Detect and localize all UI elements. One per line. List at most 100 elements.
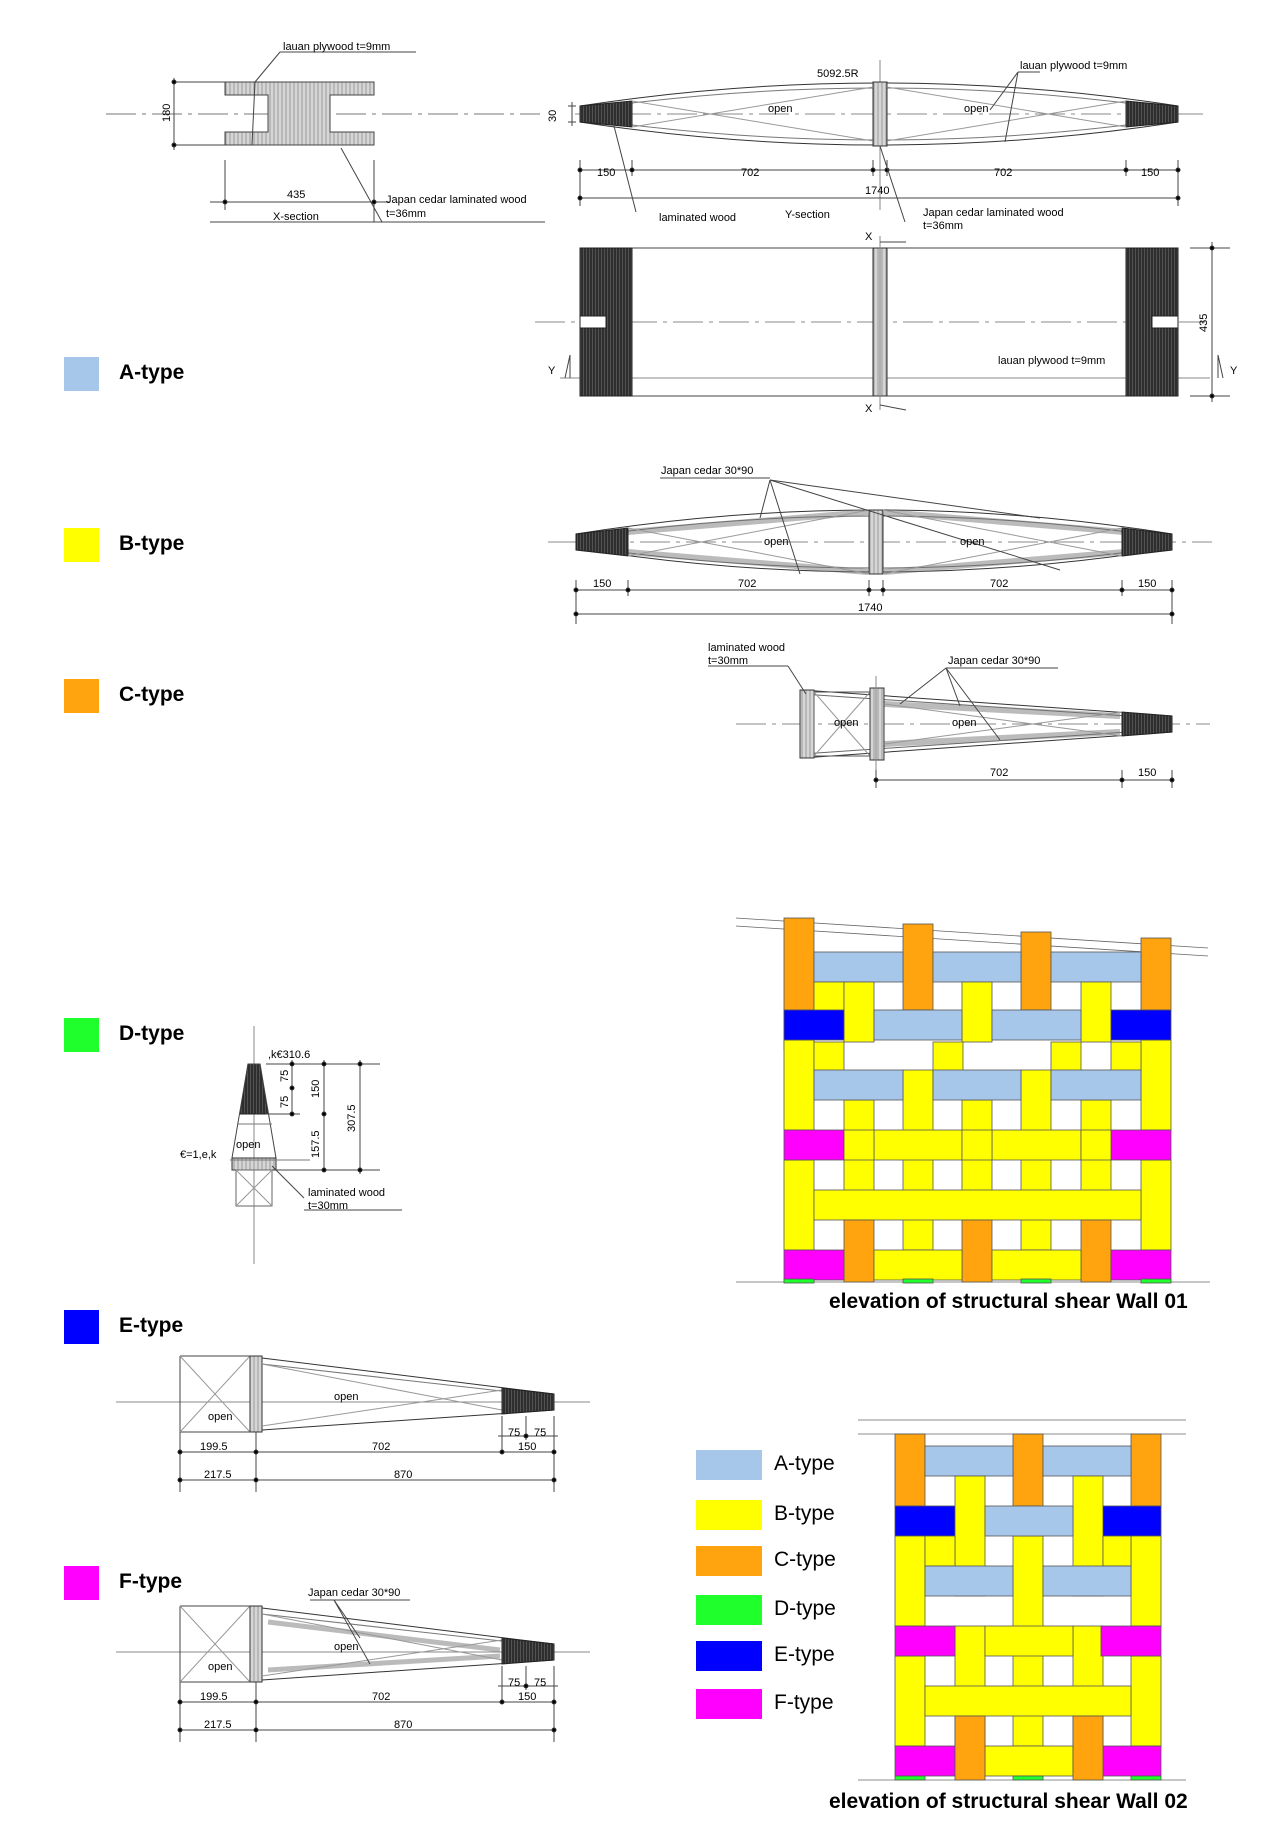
center-post <box>872 81 888 147</box>
f-dim-702: 702 <box>372 1691 390 1703</box>
wall2-a-beam <box>1042 1565 1132 1597</box>
wall2-a-beam <box>924 1565 1014 1597</box>
f-type-elevation <box>116 1599 590 1742</box>
wall1-f-block <box>1110 1249 1172 1281</box>
legend-bottom-a-label: A-type <box>774 1452 835 1475</box>
legend-bottom-d-label: D-type <box>774 1597 836 1620</box>
i-beam-section <box>224 81 375 146</box>
a-type-plan <box>535 236 1230 411</box>
d-top-label: ,k€310.6 <box>268 1049 310 1061</box>
b-open-label-1: open <box>764 536 788 548</box>
wall2-c-post <box>1130 1433 1162 1507</box>
cedar-t36-label-1: t=36mm <box>386 208 426 220</box>
d-dim-75-2: 75 <box>279 1096 291 1108</box>
b-dim-702-2: 702 <box>990 578 1008 590</box>
x-section-label: X-section <box>273 211 319 223</box>
c-leader-1 <box>899 667 947 705</box>
c-leader-laminated <box>787 665 807 695</box>
b-type-label: B-type <box>119 532 185 555</box>
d-type-swatch <box>64 1018 99 1052</box>
legend-item-f-type: F-type <box>64 1566 264 1602</box>
c-dim-150: 150 <box>1138 767 1156 779</box>
shear-wall-02 <box>858 1419 1186 1781</box>
wall2-a-beam <box>1042 1445 1132 1477</box>
dim-total-a: 1740 <box>865 185 889 197</box>
wall1-d-block <box>1020 1278 1052 1284</box>
wall2-a-beam <box>924 1445 1014 1477</box>
e-dim-150: 150 <box>518 1441 536 1453</box>
legend-bottom-c-label: C-type <box>774 1548 836 1571</box>
x-mark-top: X <box>865 231 873 243</box>
e-end-block <box>501 1387 555 1415</box>
b-type-elevation <box>548 477 1212 624</box>
wall1-f-block <box>783 1129 845 1161</box>
open-label-a2: open <box>964 103 988 115</box>
wall2-c-post <box>1072 1715 1104 1781</box>
wall2-c-post <box>1012 1433 1044 1507</box>
f-type-swatch <box>64 1566 99 1600</box>
d-type-section <box>230 1026 402 1264</box>
wall2-b-beam <box>984 1625 1074 1657</box>
legend-item-c-type: C-type <box>64 679 264 715</box>
f-leader-2 <box>333 1599 371 1665</box>
legend-bottom-a-type: A-type <box>696 1450 896 1482</box>
y-mark-left: Y <box>548 365 556 377</box>
b-leader-4 <box>769 479 1061 571</box>
b-leader-3 <box>769 479 1041 519</box>
wall1-c-post <box>902 923 934 1011</box>
cedar-t36-label-2: t=36mm <box>923 220 963 232</box>
cedar-laminated-label-2: Japan cedar laminated wood <box>923 207 1064 219</box>
legend-bottom-f-swatch <box>696 1689 762 1719</box>
f-open-label-1: open <box>208 1661 232 1673</box>
e-dim-870: 870 <box>394 1469 412 1481</box>
wall1-c-post <box>961 1219 993 1283</box>
legend-bottom-d-type: D-type <box>696 1595 896 1627</box>
wall2-c-post <box>954 1715 986 1781</box>
plywood-label-2: lauan plywood t=9mm <box>1020 60 1127 72</box>
c-center-post <box>869 687 885 761</box>
d-laminated-t: t=30mm <box>308 1200 348 1212</box>
c-laminated-t: t=30mm <box>708 655 748 667</box>
wall1-a-beam <box>873 1009 963 1041</box>
f-end-block <box>501 1637 555 1665</box>
wall2-b-beam <box>984 1745 1074 1777</box>
legend-bottom-f-label: F-type <box>774 1691 834 1714</box>
legend-bottom-e-type: E-type <box>696 1641 896 1673</box>
f-dim-199: 199.5 <box>200 1691 228 1703</box>
f-dim-217: 217.5 <box>204 1719 232 1731</box>
cedar-laminated-label-1: Japan cedar laminated wood <box>386 194 527 206</box>
wall1-a-beam <box>813 1069 904 1101</box>
width-dim-435: 435 <box>287 189 305 201</box>
legend-bottom-e-label: E-type <box>774 1643 835 1666</box>
wall1-e-block <box>783 1009 845 1041</box>
dim-150-a1: 150 <box>597 167 615 179</box>
legend-item-a-type: A-type <box>64 357 264 393</box>
b-center-post <box>868 509 884 575</box>
legend-bottom-a-swatch <box>696 1450 762 1480</box>
wall2-f-block <box>894 1745 956 1777</box>
d-side-label: €=1,e,k <box>180 1149 217 1161</box>
b-leader-1 <box>759 479 771 519</box>
d-laminated-label: laminated wood <box>308 1187 385 1199</box>
wall1-a-beam <box>1050 1069 1142 1101</box>
f-open-label-2: open <box>334 1641 358 1653</box>
c-type-swatch <box>64 679 99 713</box>
left-end-block <box>579 100 633 128</box>
c-open-label-2: open <box>952 717 976 729</box>
d-dim-75-1: 75 <box>279 1070 291 1082</box>
a-type-swatch <box>64 357 99 391</box>
wall1-a-beam <box>1050 951 1142 983</box>
legend-bottom-b-swatch <box>696 1500 762 1530</box>
leader-laminated <box>613 125 637 213</box>
wall1-f-block <box>783 1249 845 1281</box>
legend-bottom-d-swatch <box>696 1595 762 1625</box>
c-leader-3 <box>945 667 1001 741</box>
c-right-end-block <box>1121 711 1173 737</box>
c-cedar-label: Japan cedar 30*90 <box>948 655 1040 667</box>
b-cedar-label: Japan cedar 30*90 <box>661 465 753 477</box>
b-dim-150-1: 150 <box>593 578 611 590</box>
d-open-label: open <box>236 1139 260 1151</box>
caption-wall-02: elevation of structural shear Wall 02 <box>829 1790 1188 1813</box>
right-end-block <box>1125 100 1179 128</box>
dim-702-a1: 702 <box>741 167 759 179</box>
